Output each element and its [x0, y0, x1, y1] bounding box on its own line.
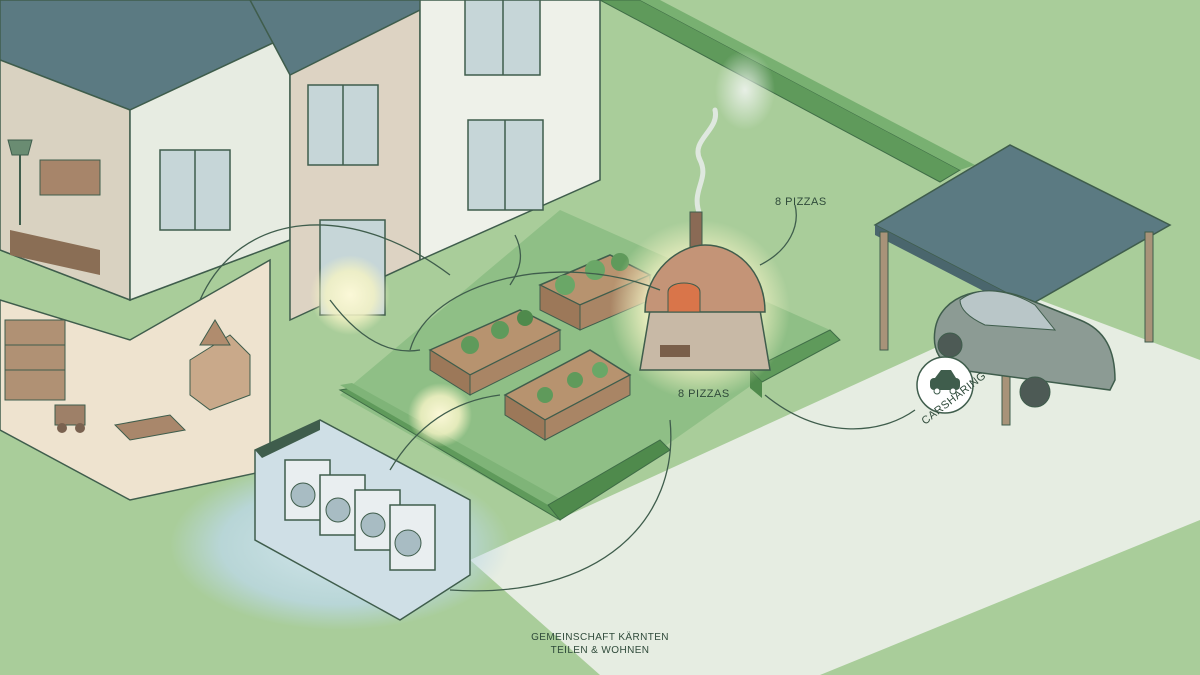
- oven-top-label: 8 PIZZAS: [775, 196, 827, 208]
- washing-machines: [284, 459, 436, 571]
- back-hedge-top: [640, 0, 975, 170]
- caption-subtitle: TEILEN & WOHNEN: [550, 645, 650, 656]
- pizza-oven: [639, 50, 775, 371]
- oven-bottom-label: 8 PIZZAS: [678, 388, 730, 400]
- caption-title: GEMEINSCHAFT KÄRNTEN: [531, 632, 669, 643]
- raised-beds: [428, 253, 652, 441]
- paved-driveway: [470, 300, 1200, 675]
- house-left: [0, 0, 292, 501]
- connection-lines: [199, 204, 916, 592]
- car: [933, 290, 1116, 408]
- carsharing-badge: [916, 356, 974, 414]
- house-middle: [249, 0, 601, 322]
- caption-block: GEMEINSCHAFT KÄRNTEN TEILEN & WOHNEN: [470, 631, 730, 657]
- car-icon: [930, 370, 960, 395]
